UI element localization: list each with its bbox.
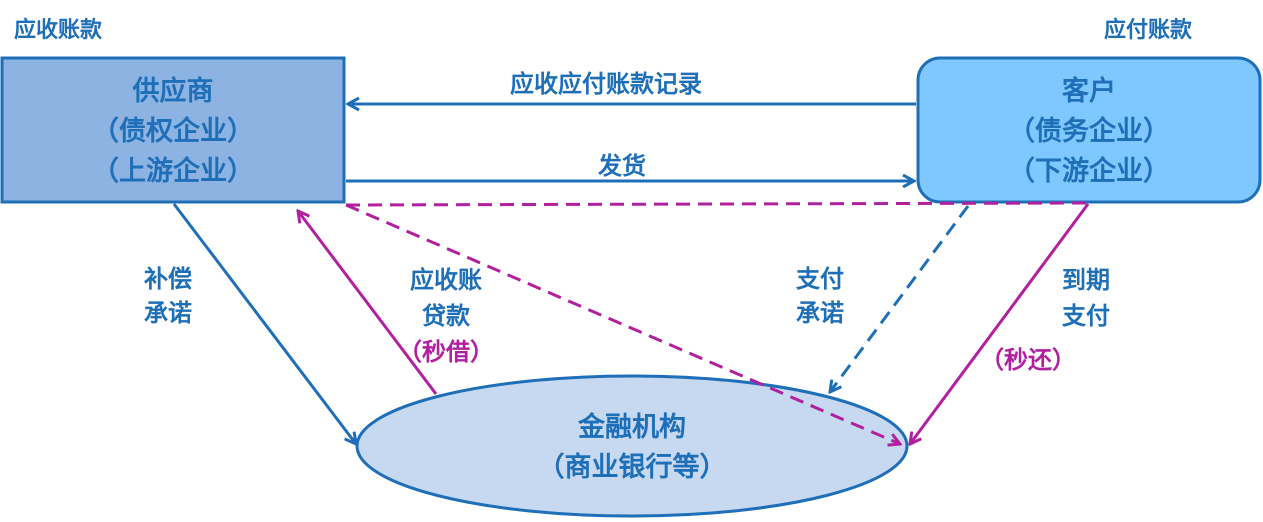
supplier-name: 供应商 xyxy=(132,76,214,107)
bank-type: （商业银行等） xyxy=(537,452,727,483)
ship-label: 发货 xyxy=(598,152,646,180)
bank-name: 金融机构 xyxy=(578,412,686,443)
due-pay-label: 到期 支付 xyxy=(1062,262,1110,334)
supplier-text: 供应商 （债权企业） （上游企业） xyxy=(2,72,344,192)
compensation-line2: 承诺 xyxy=(144,299,192,327)
dashed-magenta-top xyxy=(345,201,1087,207)
supplier-node xyxy=(0,56,346,204)
customer-name: 客户 xyxy=(1062,76,1116,107)
receivable-label: 应收账款 xyxy=(14,18,103,43)
customer-position: （下游企业） xyxy=(1008,156,1170,187)
pay-promise-line1: 支付 xyxy=(796,265,844,293)
compensation-line1: 补偿 xyxy=(144,265,192,293)
customer-node xyxy=(916,56,1262,204)
record-label: 应收应付账款记录 xyxy=(510,70,702,98)
compensation-label: 补偿 承诺 xyxy=(144,262,192,330)
supplier-role: （债权企业） xyxy=(92,116,254,147)
due-pay-line2: 支付 xyxy=(1062,302,1110,330)
bank-text: 金融机构 （商业银行等） xyxy=(357,408,907,488)
payable-label: 应付账款 xyxy=(1104,18,1193,43)
loan-line2: 贷款 xyxy=(422,302,470,330)
due-pay-line3: （秒还） xyxy=(980,346,1076,374)
compensation-arrow xyxy=(172,203,356,444)
loan-label: 应收账 贷款 （秒借） xyxy=(398,262,494,370)
supplier-position: （上游企业） xyxy=(92,156,254,187)
pay-promise-line2: 承诺 xyxy=(796,299,844,327)
customer-role: （债务企业） xyxy=(1008,116,1170,147)
loan-line3: （秒借） xyxy=(398,338,494,366)
pay-promise-label: 支付 承诺 xyxy=(796,262,844,330)
loan-arrow xyxy=(298,211,438,395)
dashed-magenta-diagonal xyxy=(345,203,900,444)
pay-promise-arrow xyxy=(830,205,970,392)
due-pay-arrow xyxy=(910,203,1090,444)
due-pay-line1: 到期 xyxy=(1062,266,1110,294)
customer-text: 客户 （债务企业） （下游企业） xyxy=(918,72,1260,192)
loan-line1: 应收账 xyxy=(410,266,482,294)
